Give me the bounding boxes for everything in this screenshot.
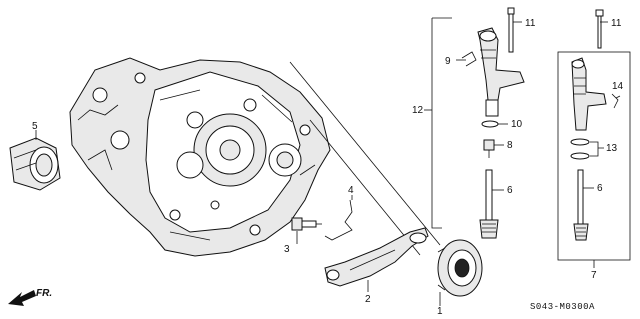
speed-sensor-assembly-right — [557, 9, 631, 261]
leader-line — [590, 141, 604, 157]
leader-line — [289, 61, 441, 246]
callout-5: 5 — [32, 121, 38, 132]
leader-line — [615, 95, 621, 99]
callout-3: 3 — [284, 244, 290, 255]
direction-label: FR. — [36, 288, 52, 299]
leader-line — [309, 119, 421, 256]
callout-13: 13 — [606, 143, 618, 154]
callout-4: 4 — [348, 185, 354, 196]
part-4-spring — [324, 199, 353, 241]
part-2-release-fork — [324, 227, 429, 287]
callout-6-left: 6 — [507, 185, 513, 196]
callout-6-right: 6 — [597, 183, 603, 194]
drawing-code: S043-M0300A — [530, 302, 595, 312]
speed-sensor-assembly-left — [431, 7, 525, 239]
callout-14: 14 — [612, 81, 624, 92]
part-5-boot — [9, 137, 61, 191]
callout-8: 8 — [507, 140, 513, 151]
front-direction-arrow — [8, 290, 36, 306]
callout-11-left: 11 — [525, 18, 536, 29]
callout-12: 12 — [412, 105, 424, 116]
callout-9: 9 — [445, 56, 451, 67]
transmission-housing — [69, 57, 331, 257]
callout-2: 2 — [365, 294, 371, 305]
callout-1: 1 — [437, 306, 443, 317]
callout-7: 7 — [591, 270, 597, 281]
callout-11-right: 11 — [611, 18, 622, 29]
callout-10: 10 — [511, 119, 523, 130]
part-1-release-bearing — [437, 239, 483, 297]
part-3-switch — [291, 217, 322, 231]
